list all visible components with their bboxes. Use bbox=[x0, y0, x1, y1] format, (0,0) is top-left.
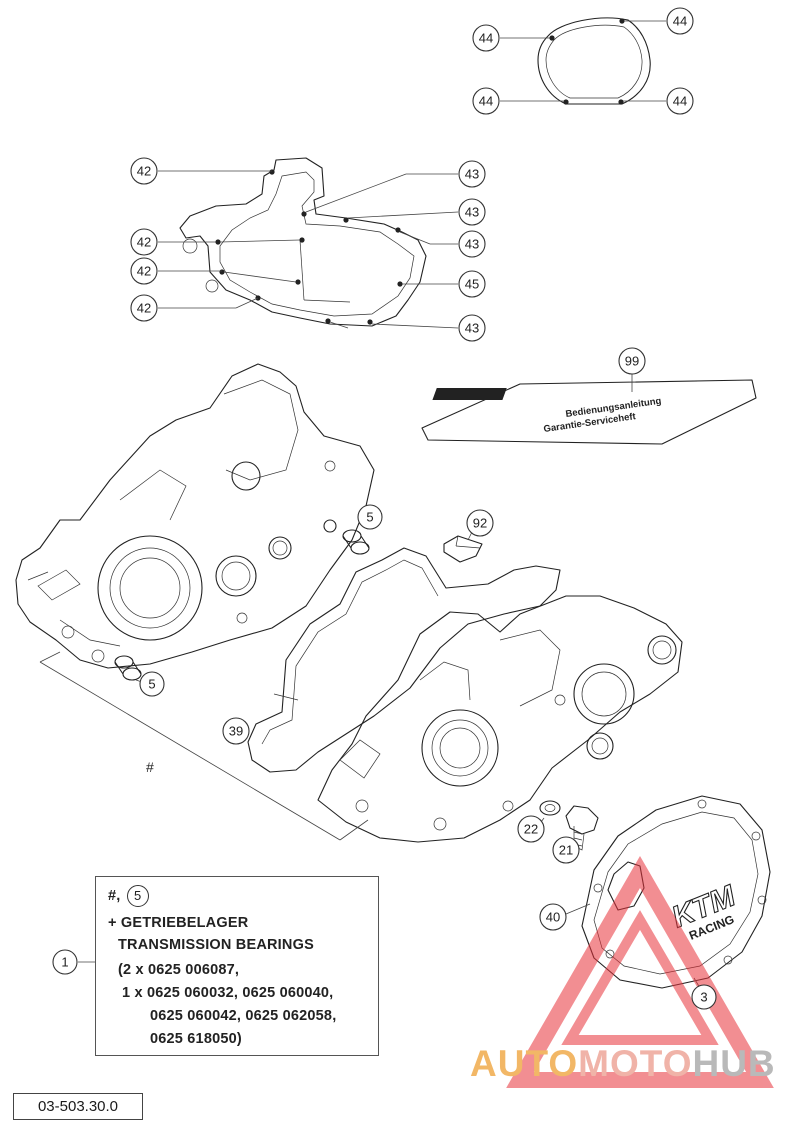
callout-99: 99 bbox=[618, 347, 646, 375]
manual-sheet bbox=[421, 379, 757, 445]
ignition-cover bbox=[581, 795, 771, 989]
callout-42-d: 42 bbox=[130, 294, 158, 322]
svg-text:3: 3 bbox=[700, 990, 707, 1005]
svg-text:92: 92 bbox=[473, 516, 487, 531]
crankcase-gasket bbox=[179, 157, 427, 327]
callout-42-b: 42 bbox=[130, 228, 158, 256]
dowel-pin bbox=[443, 535, 483, 563]
svg-text:42: 42 bbox=[137, 235, 151, 250]
callout-5-lower: 5 bbox=[139, 671, 165, 697]
svg-text:99: 99 bbox=[625, 354, 639, 369]
ignition-cover-gasket bbox=[537, 17, 651, 105]
bearing-lower bbox=[114, 655, 142, 681]
svg-text:44: 44 bbox=[479, 94, 493, 109]
diagram-reference-number: 03-503.30.0 bbox=[13, 1093, 143, 1120]
svg-text:43: 43 bbox=[465, 237, 479, 252]
legend-line-5: 1 x 0625 060032, 0625 060040, bbox=[122, 985, 334, 1001]
legend-line-2: + GETRIEBELAGER bbox=[108, 915, 249, 931]
callout-44-a: 44 bbox=[472, 24, 500, 52]
sealing-washer bbox=[539, 800, 561, 816]
svg-text:42: 42 bbox=[137, 164, 151, 179]
svg-text:43: 43 bbox=[465, 205, 479, 220]
legend-box: #, 5 + GETRIEBELAGER TRANSMISSION BEARIN… bbox=[95, 876, 379, 1056]
legend-hash-prefix: #, bbox=[108, 888, 121, 904]
callout-5-upper: 5 bbox=[357, 504, 383, 530]
hash-label: # bbox=[146, 759, 154, 775]
watermark-part-2: MOTO bbox=[578, 1043, 693, 1084]
callout-43-b: 43 bbox=[458, 198, 486, 226]
callout-40: 40 bbox=[539, 903, 567, 931]
center-gasket bbox=[247, 547, 561, 773]
crankcase-set-bracket bbox=[39, 651, 369, 841]
callout-42-c: 42 bbox=[130, 257, 158, 285]
svg-text:42: 42 bbox=[137, 301, 151, 316]
callout-44-d: 44 bbox=[666, 87, 694, 115]
callout-45: 45 bbox=[458, 270, 486, 298]
callout-1: 1 bbox=[52, 949, 78, 975]
callout-44-c: 44 bbox=[472, 87, 500, 115]
watermark-text: AUTOMOTOHUB bbox=[470, 1043, 776, 1085]
legend-line-1: #, 5 bbox=[108, 885, 149, 907]
watermark-logo bbox=[506, 855, 774, 1088]
right-crankcase-half bbox=[317, 595, 683, 843]
callout-22: 22 bbox=[517, 815, 545, 843]
watermark-part-3: HUB bbox=[692, 1043, 776, 1084]
svg-text:44: 44 bbox=[673, 14, 687, 29]
callout-42-a: 42 bbox=[130, 157, 158, 185]
svg-text:43: 43 bbox=[465, 167, 479, 182]
svg-text:21: 21 bbox=[559, 843, 573, 858]
svg-text:39: 39 bbox=[229, 724, 243, 739]
svg-text:44: 44 bbox=[673, 94, 687, 109]
svg-text:40: 40 bbox=[546, 910, 560, 925]
svg-text:22: 22 bbox=[524, 822, 538, 837]
legend-line-4: (2 x 0625 006087, bbox=[118, 962, 240, 978]
svg-text:44: 44 bbox=[479, 31, 493, 46]
callout-3: 3 bbox=[691, 984, 717, 1010]
callout-21: 21 bbox=[552, 836, 580, 864]
callout-92: 92 bbox=[466, 509, 494, 537]
svg-text:45: 45 bbox=[465, 277, 479, 292]
svg-text:1: 1 bbox=[61, 955, 68, 970]
svg-text:43: 43 bbox=[465, 321, 479, 336]
svg-text:5: 5 bbox=[148, 677, 155, 692]
callout-43-a: 43 bbox=[458, 160, 486, 188]
legend-line-3: TRANSMISSION BEARINGS bbox=[118, 937, 314, 953]
callout-39: 39 bbox=[222, 717, 250, 745]
callout-43-c: 43 bbox=[458, 230, 486, 258]
svg-text:5: 5 bbox=[366, 510, 373, 525]
legend-line-7: 0625 618050) bbox=[150, 1031, 242, 1047]
bearing-upper bbox=[342, 529, 370, 555]
legend-circle-5: 5 bbox=[126, 885, 149, 907]
callout-43-d: 43 bbox=[458, 314, 486, 342]
legend-line-6: 0625 060042, 0625 062058, bbox=[150, 1008, 337, 1024]
left-crankcase-half bbox=[15, 363, 375, 669]
watermark-part-1: AUTO bbox=[470, 1043, 579, 1084]
callout-44-b: 44 bbox=[666, 7, 694, 35]
svg-text:42: 42 bbox=[137, 264, 151, 279]
